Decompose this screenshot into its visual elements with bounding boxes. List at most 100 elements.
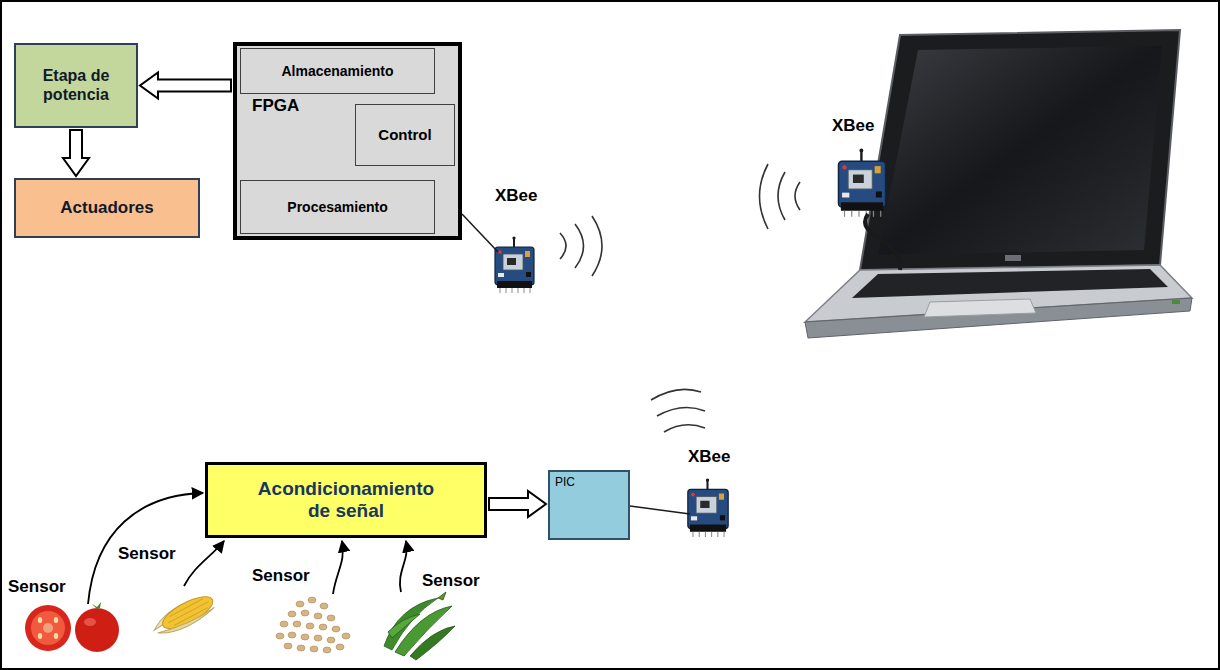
sensor-arrow xyxy=(184,541,224,586)
conditioning-box: Acondicionamiento de señal xyxy=(205,462,487,538)
corn-illustration xyxy=(158,604,217,640)
box-label: Procesamiento xyxy=(287,199,387,215)
tomato-illustration xyxy=(31,611,65,645)
radio-waves xyxy=(760,164,769,229)
block-arrow xyxy=(140,73,231,99)
seeds-illustration xyxy=(323,647,331,653)
corn-illustration xyxy=(169,599,203,617)
corn-illustration xyxy=(149,591,218,642)
seeds-illustration xyxy=(314,635,322,641)
module-box: Control xyxy=(355,104,455,166)
radio-waves xyxy=(560,164,800,432)
seeds-illustration xyxy=(280,621,288,627)
sensor-label: Sensor xyxy=(252,566,310,586)
beans-illustration xyxy=(388,614,420,638)
tomato-illustration xyxy=(75,608,119,652)
seeds-illustration xyxy=(288,611,296,617)
radio-waves xyxy=(795,182,800,210)
xbee-module xyxy=(495,236,534,293)
radio-waves xyxy=(651,389,701,400)
block-title: PIC xyxy=(555,476,575,490)
sensor-label: Sensor xyxy=(422,571,480,591)
box-label: Etapa de potencia xyxy=(22,67,130,104)
seeds-illustration xyxy=(314,613,322,619)
block-title: FPGA xyxy=(252,96,299,116)
tomato-illustration xyxy=(25,602,119,652)
beans-illustration xyxy=(410,626,455,660)
wire xyxy=(865,214,900,270)
radio-waves xyxy=(657,407,705,416)
box-label: Almacenamiento xyxy=(281,63,393,79)
seeds-illustration xyxy=(342,633,350,639)
seeds-illustration xyxy=(320,603,328,609)
microcontroller-box: PIC xyxy=(548,470,630,540)
module-label: XBee xyxy=(832,116,875,136)
seeds-illustration xyxy=(332,626,340,632)
beans-illustration xyxy=(438,592,446,600)
tomato-illustration xyxy=(92,602,106,609)
module-label: XBee xyxy=(495,186,538,206)
laptop-illustration xyxy=(878,46,1162,255)
sensor-arrow xyxy=(333,541,343,594)
seeds-illustration xyxy=(284,643,292,649)
radio-waves xyxy=(664,425,705,432)
seeds-illustration xyxy=(301,634,309,640)
tomato-illustration xyxy=(84,618,96,626)
seeds-illustration xyxy=(327,615,335,621)
seeds-illustration xyxy=(288,632,296,638)
seeds-illustration xyxy=(293,621,301,627)
corn-illustration xyxy=(168,601,209,623)
seeds-illustration xyxy=(301,610,309,616)
box-label: Acondicionamiento de señal xyxy=(249,478,444,522)
wire xyxy=(462,214,498,252)
sensor-arrow xyxy=(88,493,203,604)
laptop-illustration xyxy=(860,30,1180,270)
sensor-label: Sensor xyxy=(118,544,176,564)
seeds-illustration xyxy=(297,645,305,651)
tomato-illustration xyxy=(43,623,53,633)
laptop-illustration xyxy=(805,298,1192,338)
laptop-illustration xyxy=(1172,300,1180,304)
wire xyxy=(462,214,900,514)
laptop-illustration xyxy=(805,30,1192,338)
block-arrow xyxy=(63,130,89,176)
radio-waves xyxy=(560,233,566,259)
box-label: Control xyxy=(378,126,431,143)
seeds-illustration xyxy=(276,597,350,653)
sensor-label: Sensor xyxy=(8,577,66,597)
wire xyxy=(630,506,690,514)
seeds-illustration xyxy=(306,623,314,629)
module-box: Procesamiento xyxy=(240,180,435,234)
radio-waves xyxy=(575,224,584,268)
actuator-box: Actuadores xyxy=(14,178,200,238)
sensor-arrow xyxy=(400,541,407,592)
laptop-illustration xyxy=(852,269,1168,298)
tomato-illustration xyxy=(54,633,58,639)
laptop-illustration xyxy=(924,299,1036,317)
beans-illustration xyxy=(384,592,455,660)
box-label: Actuadores xyxy=(60,198,154,218)
tomato-illustration xyxy=(25,605,71,651)
module-label: XBee xyxy=(688,447,731,467)
module-box: Almacenamiento xyxy=(240,48,435,94)
fpga-block: FPGA AlmacenamientoControlProcesamiento xyxy=(233,42,462,240)
block-arrow xyxy=(489,491,546,517)
tomato-illustration xyxy=(54,617,58,623)
seeds-illustration xyxy=(336,644,344,650)
seeds-illustration xyxy=(296,601,304,607)
power-stage-box: Etapa de potencia xyxy=(14,43,138,128)
seeds-illustration xyxy=(327,637,335,643)
xbee-module xyxy=(838,148,885,216)
laptop-illustration xyxy=(1005,255,1021,261)
xbee-module xyxy=(688,478,728,537)
tomato-illustration xyxy=(38,617,42,623)
seeds-illustration xyxy=(310,646,318,652)
seeds-illustration xyxy=(276,633,284,639)
seeds-illustration xyxy=(308,597,316,603)
radio-waves xyxy=(592,216,602,276)
radio-waves xyxy=(778,172,785,220)
tomato-illustration xyxy=(38,633,42,639)
